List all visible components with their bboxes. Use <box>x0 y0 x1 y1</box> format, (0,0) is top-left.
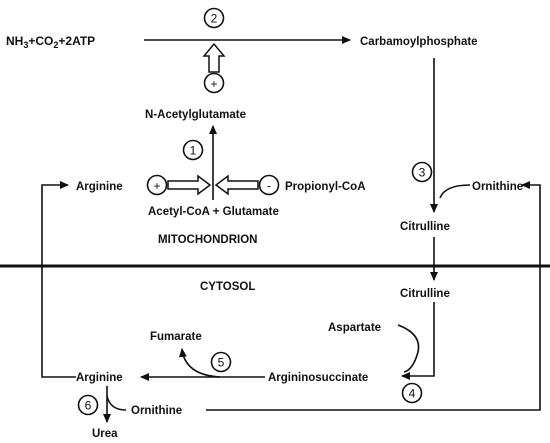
svg-text:6: 6 <box>85 399 92 413</box>
svg-text:4: 4 <box>409 387 416 401</box>
activation-arrow-up <box>202 42 226 73</box>
ornithine-recycle-arrow <box>206 181 541 411</box>
carbamoylphosphate-label: Carbamoylphosphate <box>360 36 478 48</box>
step-2-badge: 2 <box>203 7 225 29</box>
citrulline-to-argininosuccinate-arrow <box>401 302 435 380</box>
ornithine-branch-curve <box>106 395 127 411</box>
fumarate-label: Fumarate <box>150 331 202 343</box>
svg-text:5: 5 <box>218 356 225 370</box>
aspartate-to-argininosuccinate-curve <box>397 324 420 373</box>
step-5-badge: 5 <box>210 351 232 373</box>
acetylcoa-glutamate-label: Acetyl-CoA + Glutamate <box>148 206 279 218</box>
arrow-to-fumarate <box>178 348 221 378</box>
svg-text:2: 2 <box>211 12 218 26</box>
arginine-cyto-label: Arginine <box>76 372 123 384</box>
svg-text:1: 1 <box>190 144 197 158</box>
argininosuccinate-label: Argininosuccinate <box>268 372 368 384</box>
arginine-mito-label: Arginine <box>76 181 123 193</box>
cytosol-label: CYTOSOL <box>200 281 255 293</box>
activator-plus-icon: + <box>203 72 225 94</box>
mitochondrion-label: MITOCHONDRION <box>158 234 257 246</box>
ornithine-cyto-label: Ornithine <box>131 405 182 417</box>
ornithine-to-citrulline-curve <box>439 184 471 199</box>
ornithine-mito-label: Ornithine <box>472 181 523 193</box>
svg-text:+: + <box>153 179 160 193</box>
propionyl-coa-label: Propionyl-CoA <box>285 181 366 193</box>
svg-text:3: 3 <box>419 166 426 180</box>
step-4-badge: 4 <box>401 382 423 404</box>
step-6-badge: 6 <box>77 394 99 416</box>
svg-text:-: - <box>267 179 271 193</box>
citrulline-cyto-label: Citrulline <box>400 288 450 300</box>
svg-text:+: + <box>210 77 217 91</box>
propionyl-inhibitor-minus-icon: - <box>258 174 280 196</box>
reactants-label: NH3+CO2+2ATP <box>6 34 95 50</box>
step-1-badge: 1 <box>182 139 204 161</box>
propionyl-inhibition-arrow <box>214 174 259 196</box>
n-acetylglutamate-label: N-Acetylglutamate <box>145 109 246 121</box>
arginine-activation-arrow <box>167 174 212 196</box>
citrulline-mito-label: Citrulline <box>400 221 450 233</box>
urea-label: Urea <box>92 428 118 440</box>
arginine-recycle-arrow <box>41 181 76 378</box>
aspartate-label: Aspartate <box>328 322 381 334</box>
step-3-badge: 3 <box>411 161 433 183</box>
arginine-activator-plus-icon: + <box>146 174 168 196</box>
